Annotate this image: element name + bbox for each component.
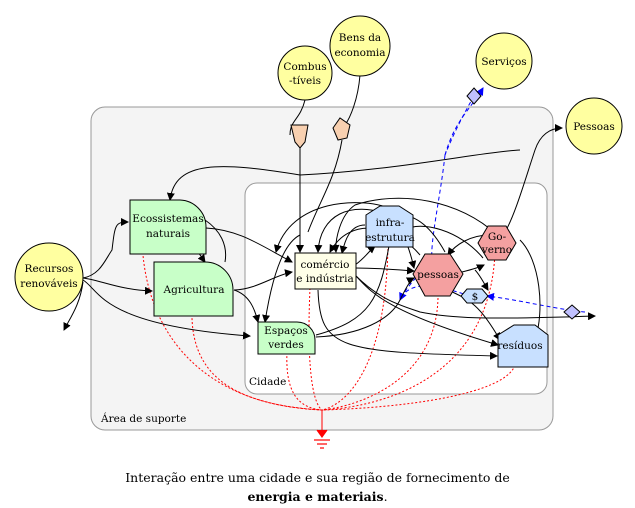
money-storage-node: $ [460, 288, 489, 304]
svg-text:Go-: Go- [488, 231, 507, 243]
infrastructure-node: infra- estrutura [365, 205, 415, 248]
caption-line-2: energia e materiais. [0, 487, 635, 506]
caption-line-1: Interação entre uma cidade e sua região … [125, 470, 510, 485]
svg-text:Combus: Combus [283, 61, 326, 73]
svg-text:economia: economia [334, 47, 385, 59]
svg-text:infra-: infra- [376, 217, 405, 229]
government-node: Go- verno [477, 225, 517, 261]
svg-text:Serviços: Serviços [481, 56, 526, 68]
external-people-source: Pessoas [565, 97, 623, 155]
ground-sink-symbol [314, 429, 330, 449]
svg-text:Agricultura: Agricultura [163, 284, 225, 296]
outflow-money-diamond [563, 304, 581, 320]
services-source: Serviços [475, 32, 533, 90]
svg-text:$: $ [472, 291, 479, 303]
support-area-label: Área de suporte [100, 411, 186, 425]
svg-text:renováveis: renováveis [20, 278, 77, 290]
svg-text:e indústria: e indústria [296, 273, 353, 285]
services-money-diamond [466, 87, 482, 105]
svg-text:pessoas: pessoas [417, 269, 459, 281]
svg-text:naturais: naturais [146, 228, 190, 240]
fuel-interaction-gate [290, 124, 309, 149]
svg-text:verdes: verdes [267, 339, 304, 351]
renewable-resources-source: Recursos renováveis [14, 242, 84, 312]
goods-interaction-gate [332, 117, 351, 141]
natural-ecosystems-node: Ecossistemas naturais [129, 199, 207, 255]
svg-text:Pessoas: Pessoas [573, 121, 615, 133]
svg-text:Espaços: Espaços [264, 325, 308, 337]
svg-text:-tíveis: -tíveis [289, 75, 321, 87]
svg-text:Recursos: Recursos [25, 263, 74, 275]
commerce-industry-node: comércio e indústria [294, 252, 357, 290]
waste-node: resíduos [497, 324, 549, 368]
svg-text:resíduos: resíduos [497, 340, 542, 352]
caption-period: . [383, 489, 388, 504]
figure-caption: Interação entre uma cidade e sua região … [0, 468, 635, 506]
economy-goods-source: Bens da economia [329, 15, 391, 77]
caption-bold-text: energia e materiais [247, 489, 384, 504]
svg-text:verno: verno [481, 244, 512, 256]
city-label: Cidade [249, 376, 286, 388]
people-node: pessoas [412, 253, 464, 297]
fuels-source: Combus -tíveis [277, 45, 333, 101]
svg-text:comércio: comércio [301, 259, 350, 271]
green-spaces-node: Espaços verdes [257, 321, 316, 355]
agriculture-node: Agricultura [153, 261, 234, 317]
svg-text:Bens da: Bens da [339, 32, 381, 44]
svg-text:estrutura: estrutura [365, 232, 415, 244]
svg-text:Ecossistemas: Ecossistemas [132, 213, 203, 225]
